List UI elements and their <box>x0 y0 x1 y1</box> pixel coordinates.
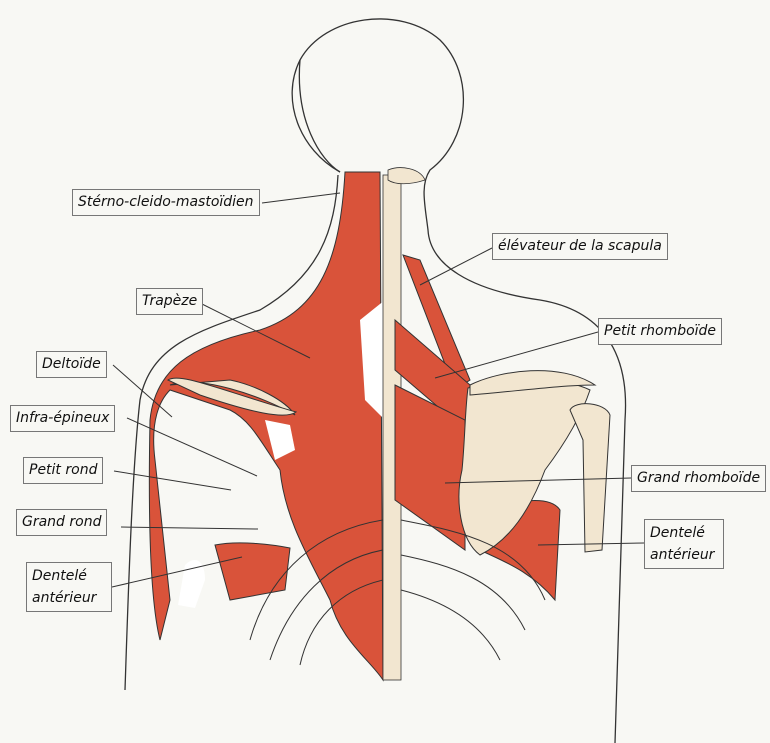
body-outline <box>124 18 627 743</box>
label-line-2: antérieur <box>650 547 715 563</box>
ribs <box>249 519 546 666</box>
label-line-2: antérieur <box>32 590 97 606</box>
label-trapeze: Trapèze <box>136 288 204 315</box>
label-line-1: Dentelé <box>650 525 705 541</box>
label-grand-rhomboide: Grand rhomboïde <box>631 465 767 492</box>
label-petit-rhomboide: Petit rhomboïde <box>598 318 723 345</box>
label-deltoide: Deltoïde <box>36 351 107 378</box>
label-petit-rond: Petit rond <box>23 457 104 484</box>
left-shoulder-outline <box>124 174 339 691</box>
label-sterno-cleido-mastoidien: Stérno-cleido-mastoïdien <box>72 189 260 216</box>
muscles-right <box>394 254 561 602</box>
label-grand-rond: Grand rond <box>16 509 108 536</box>
leader-lines <box>111 192 645 588</box>
muscles-left <box>148 171 385 682</box>
label-dentele-anterieur-left: Dentelé antérieur <box>26 562 112 612</box>
label-line-1: Dentelé <box>32 568 87 584</box>
label-dentele-anterieur-right: Dentelé antérieur <box>644 519 724 569</box>
scapula-and-humerus <box>458 370 611 556</box>
label-elevateur-scapula: élévateur de la scapula <box>492 233 668 260</box>
label-infra-epineux: Infra-épineux <box>10 405 116 432</box>
